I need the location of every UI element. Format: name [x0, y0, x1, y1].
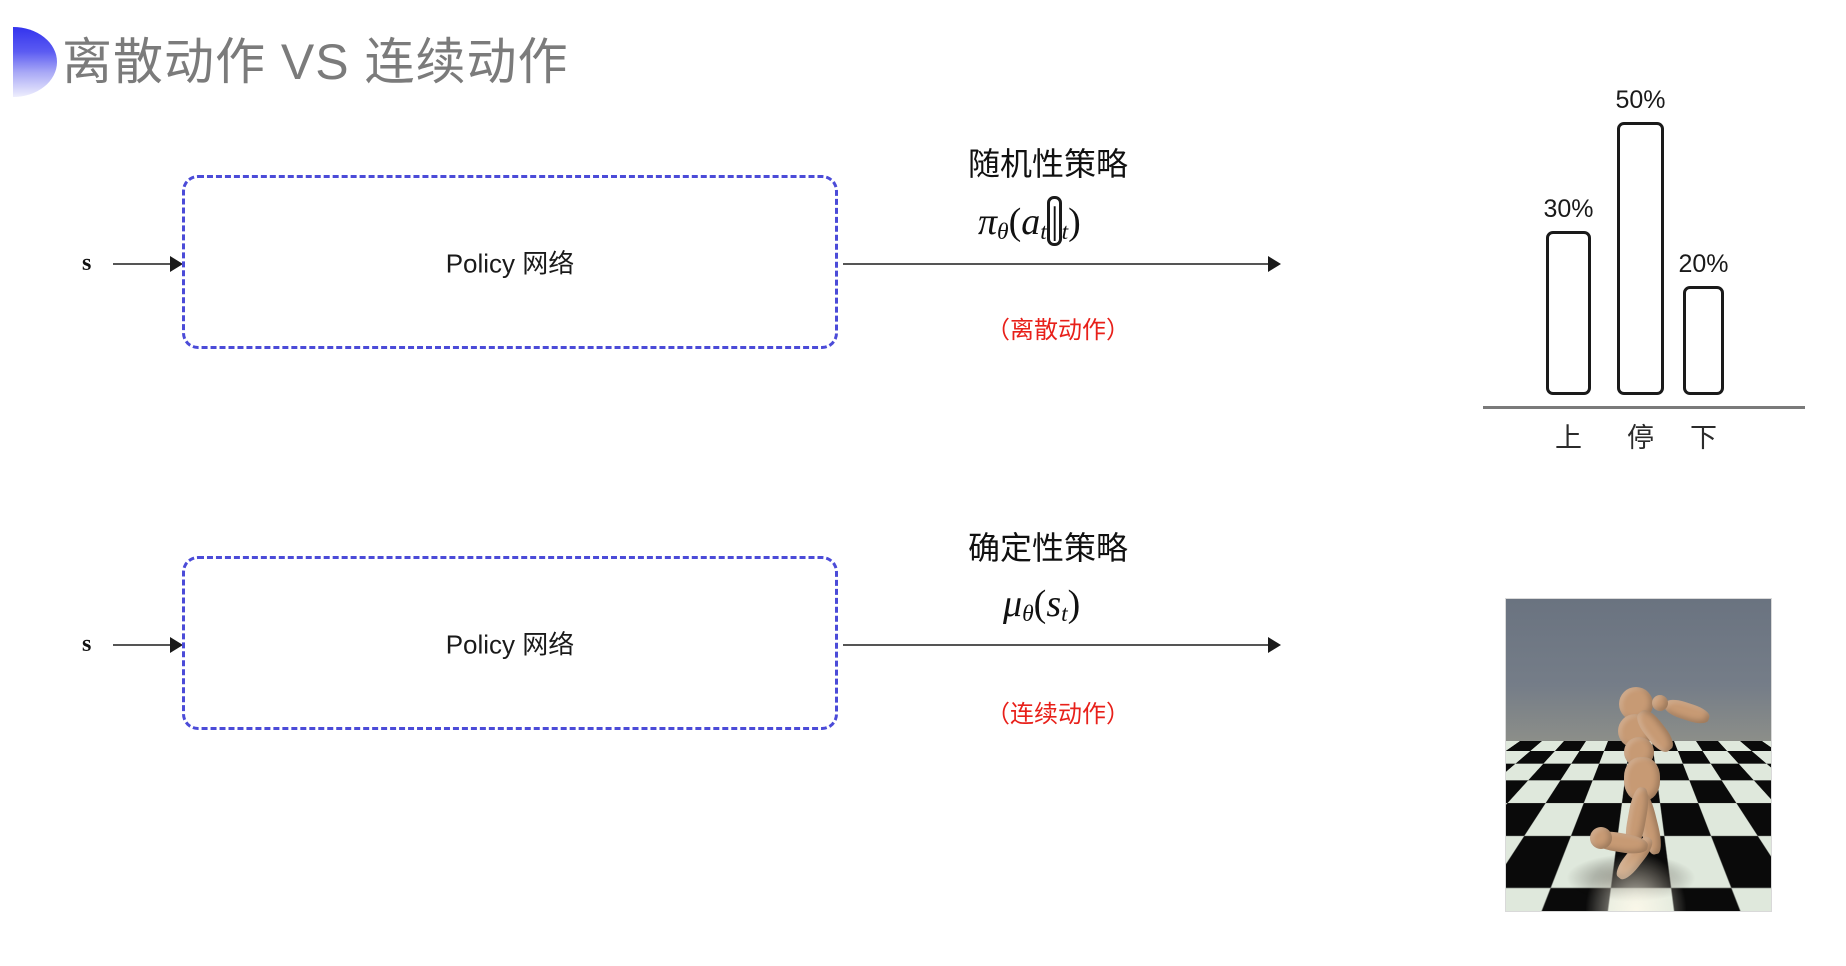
policy-formula-bottom: μθ(st) — [1003, 583, 1081, 628]
action-type-label-bottom: （连续动作） — [986, 701, 1130, 728]
bar-item — [1683, 286, 1724, 395]
input-arrow-head-bottom — [170, 637, 183, 653]
chart-category-label: 上 — [1555, 423, 1582, 453]
policy-type-label-bottom: 确定性策略 — [968, 530, 1129, 566]
page-title: 离散动作 VS 连续动作 — [62, 34, 569, 90]
policy-network-box-top: Policy 网络 — [182, 175, 838, 349]
chart-baseline-axis — [1483, 406, 1805, 409]
bar-value-label: 50% — [1615, 86, 1666, 114]
discrete-action-bar-chart: 30% 50% 20% — [1480, 86, 1820, 395]
humanoid-knee — [1590, 827, 1612, 849]
policy-network-label-bottom: Policy 网络 — [445, 629, 575, 660]
output-arrow-head-top — [1268, 256, 1281, 272]
input-arrow-line-bottom — [113, 644, 175, 646]
bar-item — [1546, 231, 1591, 395]
chart-category-label: 下 — [1690, 423, 1717, 453]
input-arrow-line-top — [113, 263, 175, 265]
input-arrow-head-top — [170, 256, 183, 272]
state-input-label-top: s — [82, 250, 92, 276]
policy-formula-top: πθ(at|st) — [978, 196, 1081, 247]
state-input-label-bottom: s — [82, 631, 92, 657]
output-arrow-head-bottom — [1268, 637, 1281, 653]
output-arrow-line-bottom — [843, 644, 1275, 646]
policy-type-label-top: 随机性策略 — [968, 146, 1129, 182]
bar-value-label: 20% — [1678, 250, 1729, 278]
policy-network-label-top: Policy 网络 — [445, 248, 575, 279]
humanoid-simulation-image — [1505, 598, 1772, 912]
action-type-label-top: （离散动作） — [986, 317, 1130, 344]
half-circle-bullet-icon — [13, 27, 57, 97]
bar-item — [1617, 122, 1664, 395]
chart-category-label: 停 — [1627, 423, 1654, 453]
simulation-floor-reflection — [1586, 853, 1686, 911]
humanoid-hand — [1652, 695, 1668, 711]
bar-value-label: 30% — [1543, 195, 1594, 223]
output-arrow-line-top — [843, 263, 1275, 265]
policy-network-box-bottom: Policy 网络 — [182, 556, 838, 730]
